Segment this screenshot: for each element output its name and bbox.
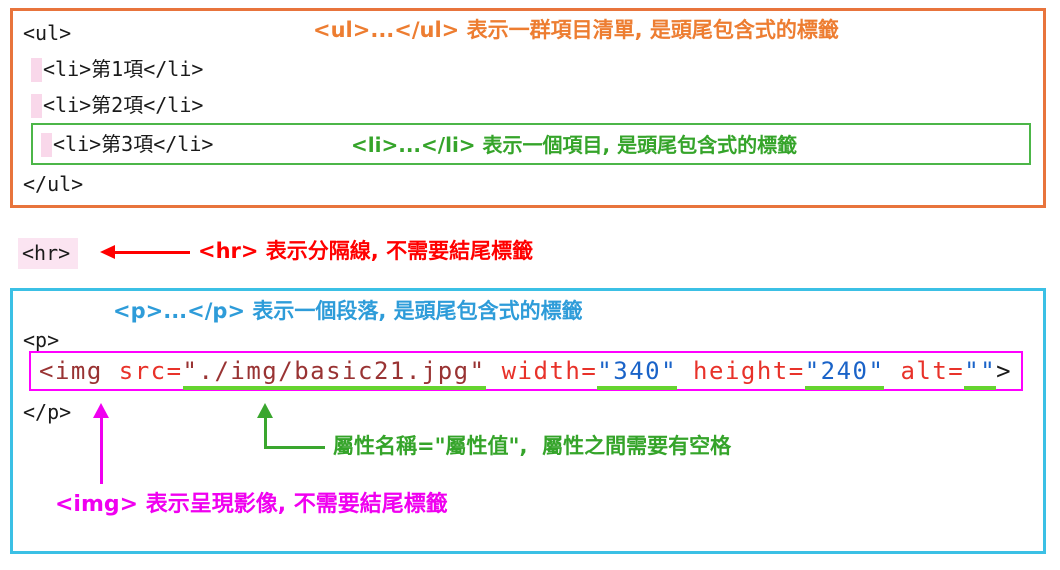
li-annotation: <li>...</li> 表示一個項目, 是頭尾包含式的標籤 [351,133,798,157]
indent-highlight [31,58,42,82]
hr-annotation: <hr> 表示分隔線, 不需要結尾標籤 [198,239,534,263]
src-attr-value: "./img/basic21.jpg" [182,357,486,390]
li-code-1: <li>第1項</li> [43,57,204,81]
attr-arrow-vshaft [264,418,267,449]
height-attr-name: height= [693,357,805,385]
img-open-token: <img [39,357,119,385]
hr-code: <hr> [18,238,79,269]
p-close-tag-code: </p> [23,400,72,424]
p-annotation: <p>...</p> 表示一個段落, 是頭尾包含式的標籤 [113,299,583,323]
p-code-box: <p>...</p> 表示一個段落, 是頭尾包含式的標籤 <p> <img sr… [10,288,1046,554]
height-attr-value: "240" [804,357,885,390]
width-attr-value: "340" [597,357,678,390]
ul-open-tag-code: <ul> [23,21,72,45]
hr-section: <hr> <hr> 表示分隔線, 不需要結尾標籤 [0,232,1060,276]
li-code-2: <li>第2項</li> [43,93,204,117]
attr-arrow-hshaft [264,446,325,449]
hr-arrow-head-icon [100,245,115,259]
ul-annotation: <ul>...</ul> 表示一群項目清單, 是頭尾包含式的標籤 [313,18,839,42]
li-code-3: <li>第3項</li> [53,132,214,156]
img-annotation: <img> 表示呈現影像, 不需要結尾標籤 [55,492,448,517]
img-tag-code: <img src="./img/basic21.jpg" width="340" h… [39,357,1013,390]
src-attribute: src="./img/basic21.jpg" [119,357,486,390]
hr-arrow-shaft [114,251,190,254]
indent-highlight [31,94,42,118]
attr-annotation: 屬性名稱="屬性值", 屬性之間需要有空格 [333,434,732,458]
height-attribute: height="240" [693,357,885,390]
img-arrow-head-icon [93,403,109,418]
attr-arrow-head-icon [257,403,273,418]
p-open-tag-code: <p> [23,328,60,352]
img-close-token: > [996,357,1013,385]
ul-code-box: <ul> <ul>...</ul> 表示一群項目清單, 是頭尾包含式的標籤 <l… [10,8,1046,208]
alt-attribute: alt="" [900,357,997,390]
alt-attr-value: "" [964,357,997,390]
src-attr-name: src= [118,357,183,385]
indent-highlight [41,133,52,157]
width-attribute: width="340" [501,357,678,390]
alt-attr-name: alt= [900,357,965,385]
width-attr-name: width= [501,357,598,385]
img-highlight-frame: <img src="./img/basic21.jpg" width="340" h… [29,351,1023,391]
ul-close-tag-code: </ul> [23,172,84,196]
img-arrow-shaft [100,418,103,484]
li-highlight-frame: <li>第3項</li> <li>...</li> 表示一個項目, 是頭尾包含式… [31,123,1031,165]
